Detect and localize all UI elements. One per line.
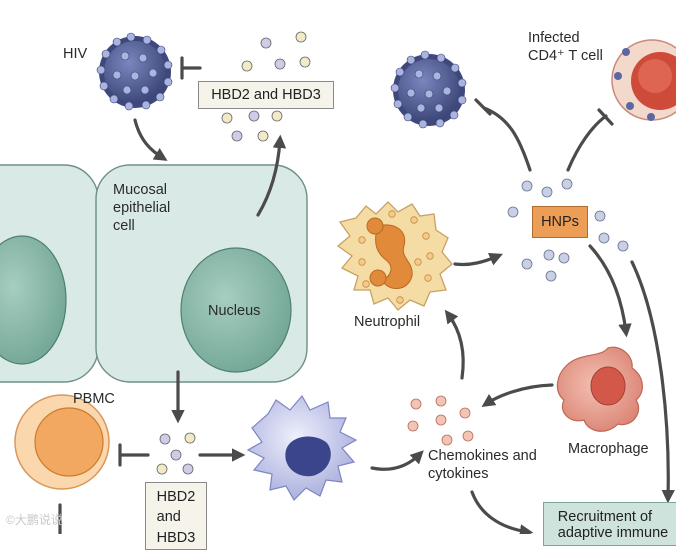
chemokines-label: Chemokines and cytokines <box>428 448 537 483</box>
dendritic-cell-icon <box>246 394 358 501</box>
hnp-peptides <box>507 178 629 282</box>
inhibition-lines <box>118 56 614 467</box>
macrophage-icon <box>556 346 643 432</box>
hiv-label: HIV <box>63 46 88 62</box>
pbmc-label: PBMC <box>73 391 115 407</box>
chemokine-dots <box>407 395 474 446</box>
pathway-arrows <box>58 118 675 534</box>
hbd-peptides-top <box>221 31 311 142</box>
hiv-virus-icon <box>96 32 173 111</box>
recruitment-box: Recruitment of adaptive immune <box>543 502 676 546</box>
epithelial-cells <box>0 164 308 383</box>
watermark: ©大鹏说说 <box>6 513 63 527</box>
macrophage-label: Macrophage <box>568 441 649 457</box>
pbmc-icon <box>14 394 110 490</box>
hbd2-hbd3-box: HBD2 and HBD3 <box>198 81 334 109</box>
hbd-peptides-bottom <box>156 432 196 475</box>
mucosal-epithelial-cell-label: Mucosal epithelial cell <box>113 182 171 235</box>
hiv-defensin-diagram <box>0 31 676 534</box>
infected-cd4-label: Infected CD4⁺ T cell <box>528 30 603 65</box>
hnps-box: HNPs <box>532 206 588 238</box>
nucleus-label: Nucleus <box>208 303 261 319</box>
neutrophil-label: Neutrophil <box>354 314 421 330</box>
nucleus <box>180 247 292 373</box>
infected-cd4-cell-icon <box>611 39 676 121</box>
hbd2-hbd3-box-lower: HBD2 and HBD3 <box>145 482 207 550</box>
hiv-virus-icon-right <box>390 50 467 129</box>
neutrophil-icon <box>336 201 453 311</box>
